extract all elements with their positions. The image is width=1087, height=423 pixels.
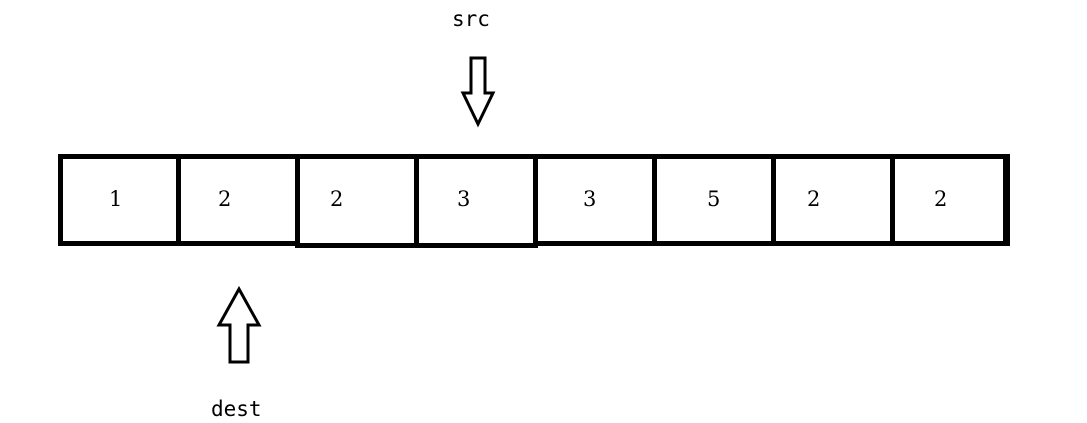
src-label: src <box>452 7 490 31</box>
array-cell: 5 <box>652 154 776 246</box>
cell-value: 3 <box>457 187 471 211</box>
dest-label: dest <box>211 397 262 421</box>
down-arrow-icon <box>460 56 496 128</box>
cell-value: 1 <box>109 187 123 211</box>
array-cell: 3 <box>414 154 538 248</box>
array-strip: 1 2 2 3 3 5 2 2 <box>58 154 1010 248</box>
array-cell: 2 <box>295 154 419 248</box>
array-cell: 2 <box>771 154 895 246</box>
array-cell: 1 <box>58 154 181 246</box>
cell-value: 2 <box>330 187 344 211</box>
up-arrow-icon <box>216 286 262 364</box>
array-cell: 3 <box>533 154 657 246</box>
cell-value: 5 <box>707 187 721 211</box>
array-cell: 2 <box>890 154 1010 246</box>
cell-value: 2 <box>218 187 232 211</box>
array-cell: 2 <box>176 154 300 246</box>
cell-value: 2 <box>934 187 948 211</box>
cell-value: 2 <box>807 187 821 211</box>
cell-value: 3 <box>583 187 597 211</box>
